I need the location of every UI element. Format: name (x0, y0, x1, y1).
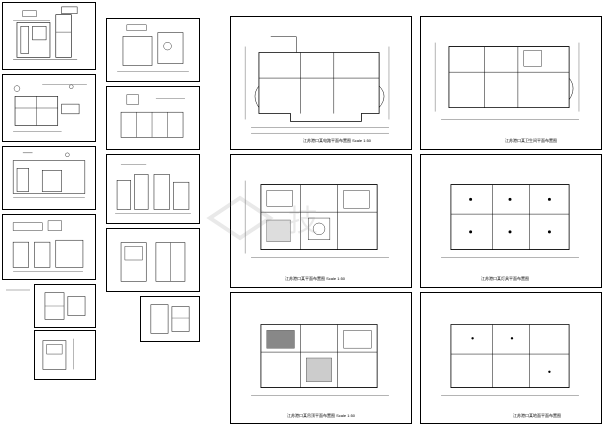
detail-sheet-9 (106, 86, 200, 150)
plan-sheet-5: 江苏港口某吊顶平面布置图 Scale 1:50 (230, 292, 412, 424)
detail-sheet-11 (106, 228, 200, 292)
plan-sheet-3-drawing (245, 180, 389, 258)
plan-sheet-2-drawing (435, 42, 580, 120)
watermark-text: 技 (288, 204, 320, 239)
plan-caption-4: 江苏港口某灯具平面布置图 (481, 276, 529, 281)
detail-sheet-7-drawing (6, 289, 30, 291)
detail-sheet-6-drawing (42, 338, 74, 370)
detail-sheet-13-drawing (150, 304, 190, 334)
plan-sheet-3: 江苏港口某平面布置图 Scale 1:50 (230, 154, 412, 288)
watermark-logo: 技 (200, 188, 430, 248)
plan-caption-6: 江苏港口某地面平面布置图 (513, 413, 561, 418)
detail-sheet-8 (106, 18, 200, 82)
plan-caption-1: 江苏港口某电路平面布置图 Scale 1:50 (303, 138, 372, 143)
detail-sheet-5-drawing (44, 292, 86, 320)
detail-sheet-11-drawing (120, 242, 186, 282)
detail-sheet-7 (6, 284, 30, 296)
plan-sheet-5-drawing (251, 324, 389, 396)
plan-sheet-4-drawing (441, 184, 579, 258)
detail-sheet-2-drawing (13, 84, 87, 132)
plan-sheet-4: 江苏港口某灯具平面布置图 (420, 154, 602, 288)
plan-sheet-6: 江苏港口某地面平面布置图 (420, 292, 602, 424)
detail-sheet-4-drawing (12, 220, 84, 272)
detail-sheet-1 (2, 2, 96, 70)
detail-sheet-10 (106, 154, 200, 224)
detail-sheet-13 (140, 296, 200, 342)
plan-caption-5: 江苏港口某吊顶平面布置图 Scale 1:50 (287, 413, 356, 418)
watermark-mark-icon (206, 195, 274, 241)
detail-sheet-10-drawing (115, 164, 191, 214)
detail-sheet-3 (2, 146, 96, 210)
detail-sheet-8-drawing (117, 24, 189, 72)
detail-sheet-2 (2, 74, 96, 142)
detail-sheet-1-drawing (13, 6, 78, 60)
detail-sheet-6 (34, 330, 96, 380)
plan-caption-3: 江苏港口某平面布置图 Scale 1:50 (285, 276, 346, 281)
plan-sheet-6-drawing (441, 324, 579, 396)
detail-sheet-9-drawing (120, 94, 185, 138)
detail-sheet-4 (2, 214, 96, 280)
detail-sheet-3-drawing (12, 152, 86, 198)
plan-sheet-1: 江苏港口某电路平面布置图 Scale 1:50 (230, 16, 412, 150)
detail-sheet-5 (34, 284, 96, 328)
plan-sheet-2: 江苏港口某卫生间平面布置图 (420, 16, 602, 150)
plan-caption-2: 江苏港口某卫生间平面布置图 (505, 138, 557, 143)
plan-sheet-1-drawing (245, 36, 390, 134)
